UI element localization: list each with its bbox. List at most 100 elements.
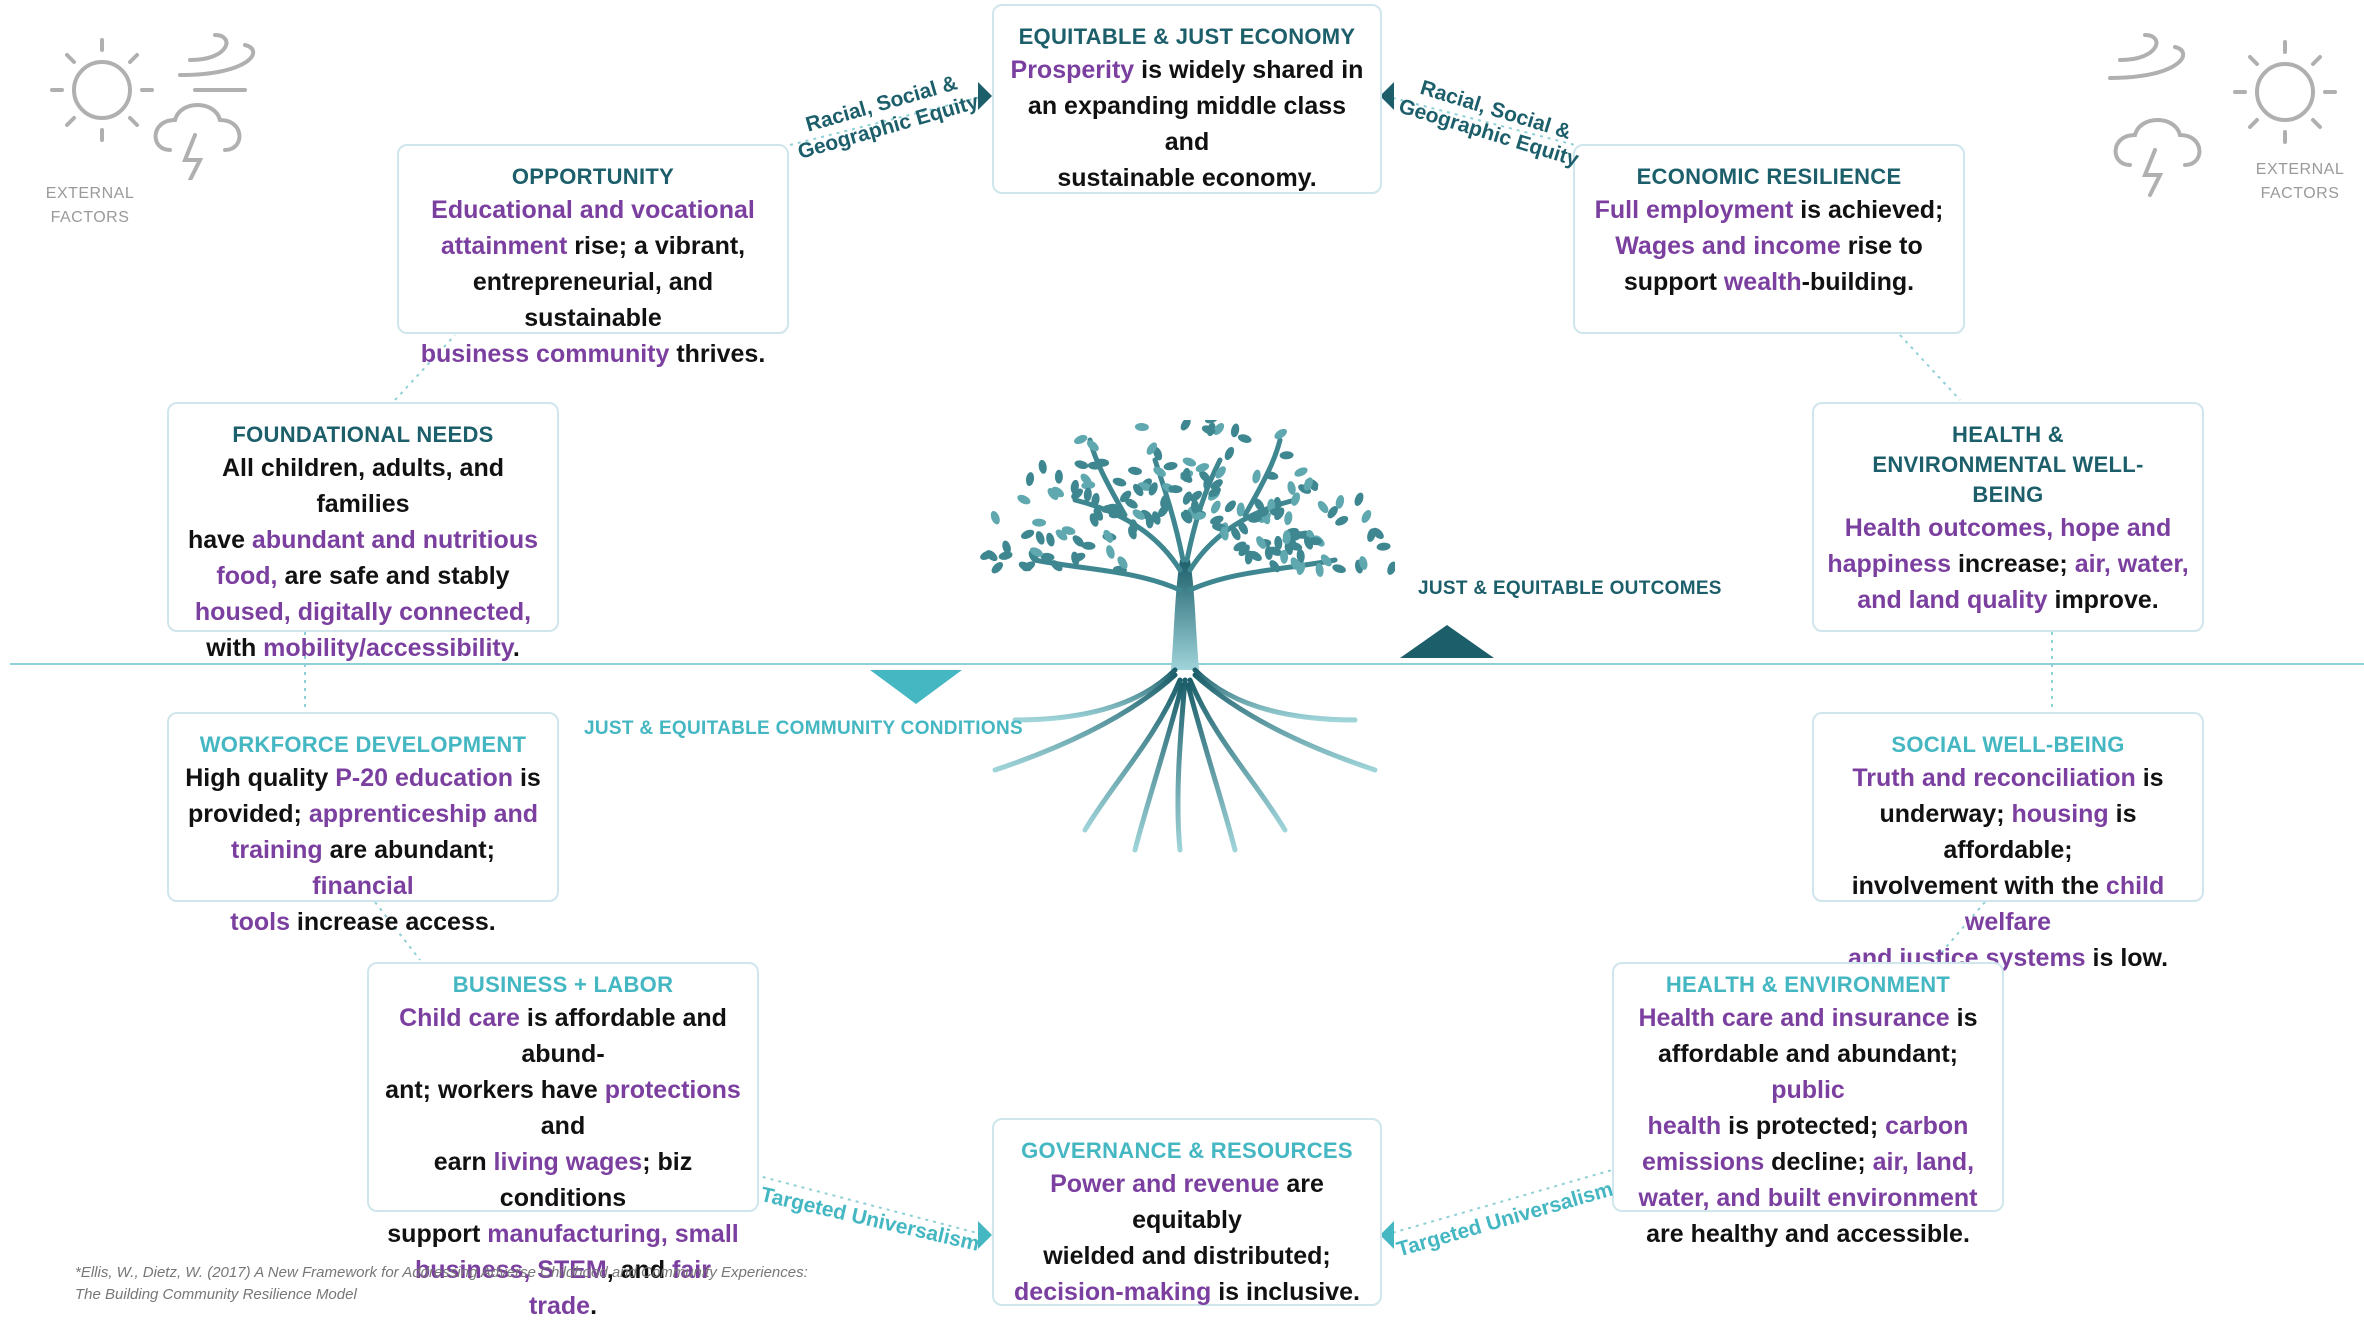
body-text: -building.: [1801, 268, 1915, 296]
leaf: [1032, 518, 1047, 527]
box-health-environmental-wellbeing: HEALTH & ENVIRONMENTAL WELL-BEING Health…: [1812, 402, 2204, 632]
leaf: [1051, 486, 1065, 498]
highlighted-text: water, and built environment: [1638, 1184, 1978, 1212]
leaf: [1182, 491, 1192, 505]
leaf: [1254, 498, 1265, 512]
leaf: [1332, 564, 1346, 574]
body-line: business community thrives.: [409, 336, 777, 372]
body-line: ant; workers have protections and: [379, 1072, 747, 1144]
body-line: decision-making is inclusive.: [1004, 1274, 1370, 1310]
highlighted-text: health: [1647, 1112, 1722, 1140]
body-line: emissions decline; air, land,: [1624, 1144, 1992, 1180]
leaf: [1106, 503, 1121, 512]
leaf: [1047, 488, 1059, 500]
leaf: [1106, 545, 1115, 559]
body-text: is: [2135, 764, 2164, 792]
tree-trunk: [1171, 560, 1199, 670]
highlighted-text: child welfare: [1964, 872, 2165, 936]
leaf: [1372, 527, 1384, 539]
highlighted-text: Truth and reconciliation: [1852, 764, 2136, 792]
highlighted-text: wealth: [1723, 268, 1802, 296]
body-text: are abundant;: [322, 836, 495, 864]
box-title: WORKFORCE DEVELOPMENT: [199, 732, 527, 757]
leaf: [1035, 531, 1045, 545]
body-text: is: [1949, 1004, 1978, 1032]
body-line: underway; housing is affordable;: [1824, 796, 2192, 868]
leaf: [1153, 446, 1163, 461]
body-line: attainment rise; a vibrant,: [409, 228, 777, 264]
highlighted-text: emissions: [1641, 1148, 1765, 1176]
leaf: [1287, 481, 1296, 495]
body-line: Health care and insurance is: [1624, 1000, 1992, 1036]
leaf: [1025, 472, 1035, 487]
body-text: is affordable;: [1943, 800, 2137, 864]
leaf: [1231, 527, 1241, 541]
leaf: [1087, 440, 1099, 452]
body-text: is protected;: [1721, 1112, 1886, 1140]
body-text: are safe and stably: [277, 562, 510, 590]
body-text: ; biz conditions: [499, 1148, 693, 1212]
body-text: is: [513, 764, 541, 792]
box-workforce-development: WORKFORCE DEVELOPMENT High quality P-20 …: [167, 712, 559, 936]
leaf: [1387, 561, 1395, 575]
leaf: [1203, 476, 1212, 491]
box-title: BUSINESS + LABOR: [452, 972, 674, 997]
leaf: [1018, 561, 1032, 572]
body-text: entrepreneurial, and sustainable: [472, 268, 714, 332]
body-text: is affordable and abund-: [519, 1004, 727, 1068]
storm-cloud-icon: [2113, 118, 2202, 167]
lightning-icon: [182, 133, 204, 180]
citation-line2: The Building Community Resilience Model: [75, 1286, 357, 1303]
tree-illustration: [980, 420, 1395, 853]
leaf: [1264, 471, 1279, 480]
leaf: [1195, 463, 1210, 473]
highlighted-text: training: [231, 836, 323, 864]
body-text: improve.: [2047, 586, 2159, 614]
body-line: food, are safe and stably: [179, 558, 547, 594]
highlighted-text: housed, digitally connected,: [194, 598, 532, 626]
body-line: training are abundant; financial: [179, 832, 547, 904]
highlighted-text: living wages: [493, 1148, 643, 1176]
leaf: [1117, 556, 1128, 569]
highlighted-text: abundant and nutritious: [251, 526, 539, 554]
highlighted-text: public: [1771, 1076, 1845, 1104]
weather-icon-left: [50, 33, 256, 180]
body-text: rise to: [1840, 232, 1923, 260]
leaf: [1017, 494, 1031, 505]
body-line: Prosperity is widely shared in: [1004, 52, 1370, 88]
highlighted-text: P-20 education: [335, 764, 514, 792]
leaf: [1205, 420, 1219, 424]
leaf: [1040, 552, 1055, 561]
conditions-label: JUST & EQUITABLE COMMUNITY CONDITIONS: [584, 718, 1023, 739]
body-text: decline;: [1764, 1148, 1873, 1176]
highlighted-text: Prosperity: [1010, 56, 1135, 84]
box-foundational-needs: FOUNDATIONAL NEEDS All children, adults,…: [167, 402, 559, 662]
body-text: rise; a vibrant,: [567, 232, 746, 260]
leaf: [1002, 540, 1011, 555]
down-triangle-marker: [870, 670, 962, 704]
box-equitable-economy: EQUITABLE & JUST ECONOMY Prosperity is w…: [992, 4, 1382, 194]
leaf: [1230, 423, 1240, 438]
leaf: [1128, 525, 1137, 540]
body-line: wielded and distributed;: [1004, 1238, 1370, 1274]
leaf: [1335, 516, 1349, 526]
connector-foundational-opportunity: [394, 334, 456, 401]
leaf: [1054, 469, 1063, 484]
external-factors-right: EXTERNAL FACTORS: [2240, 158, 2360, 206]
body-line: provided; apprenticeship and: [179, 796, 547, 832]
leaf: [1303, 477, 1313, 491]
leaf: [1108, 510, 1123, 519]
leaf: [1046, 532, 1055, 547]
storm-cloud-icon: [153, 103, 242, 152]
box-title: SOCIAL WELL-BEING: [1891, 732, 2125, 757]
leaf: [1210, 515, 1224, 525]
leaf: [1215, 466, 1226, 479]
highlighted-text: tools: [230, 908, 290, 936]
leaf: [1320, 554, 1332, 567]
highlighted-text: mobility/accessibility: [263, 634, 513, 662]
box-body: Prosperity is widely shared in an expandi…: [994, 52, 1380, 196]
body-text: an expanding middle class and: [1027, 92, 1347, 156]
highlighted-text: apprenticeship and: [308, 800, 539, 828]
highlighted-text: Child care: [399, 1004, 520, 1032]
box-title: HEALTH & ENVIRONMENT: [1665, 972, 1951, 997]
